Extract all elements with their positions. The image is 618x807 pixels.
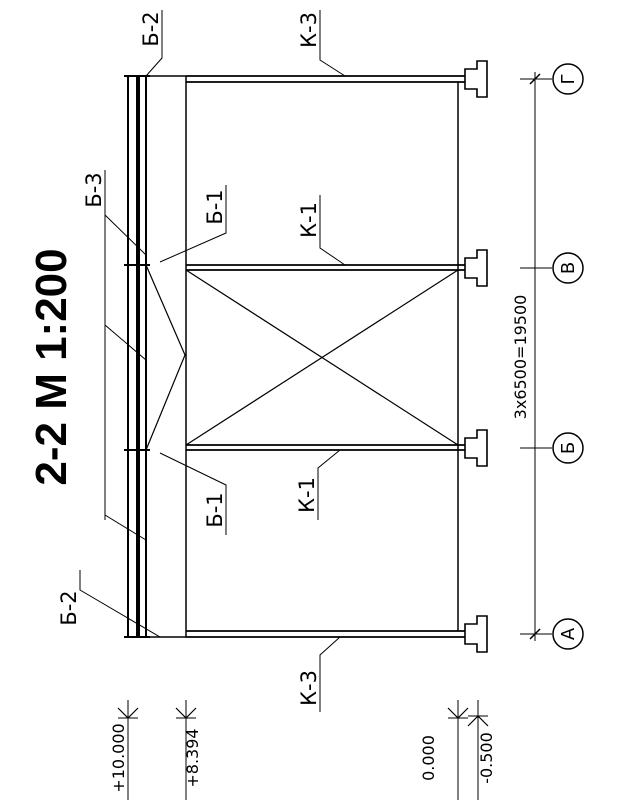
elevation-eaves-text: +8.394 — [183, 728, 202, 787]
eaves-line — [146, 75, 187, 638]
axis-marker-b: Б — [552, 432, 584, 464]
axis-letter-a: А — [558, 627, 579, 640]
title-text: 2-2 М 1:200 — [27, 248, 76, 485]
label-b1-upper: Б-1 — [159, 185, 227, 263]
label-k1-lower: К-1 — [295, 449, 341, 520]
axis-marker-g: Г — [552, 63, 584, 95]
label-b2-bottom: Б-2 — [57, 570, 161, 638]
label-k3-top: К-3 — [297, 10, 346, 77]
dimension-line: 3х6500=19500 — [511, 72, 541, 641]
column-g — [186, 75, 465, 83]
roof-beam — [124, 75, 150, 638]
label-b2-bottom-text: Б-2 — [57, 590, 81, 625]
elevation-eaves: +8.394 — [175, 700, 202, 800]
label-b3: Б-3 — [82, 170, 147, 541]
roof-truss — [145, 264, 186, 451]
column-a — [186, 630, 465, 638]
cross-bracing — [185, 269, 459, 446]
label-k1-upper: К-1 — [297, 195, 346, 266]
label-k3-top-text: К-3 — [297, 12, 321, 48]
elevation-floor-text: 0.000 — [419, 735, 438, 781]
elevation-top: +10.000 — [109, 700, 139, 800]
label-k1-lower-text: К-1 — [295, 477, 319, 513]
elevation-floor: 0.000 — [419, 700, 469, 800]
elevation-foundation-text: -0.500 — [477, 732, 496, 784]
axis-marker-v: В — [552, 252, 584, 284]
axis-letter-v: В — [558, 262, 579, 274]
column-b — [186, 444, 465, 451]
label-b3-text: Б-3 — [82, 172, 106, 207]
label-b1-upper-text: Б-1 — [203, 189, 227, 224]
axis-marker-a: А — [552, 618, 584, 650]
footing-v — [464, 249, 488, 287]
label-k1-upper-text: К-1 — [297, 202, 321, 238]
elevation-top-text: +10.000 — [109, 723, 128, 792]
label-k3-bottom: К-3 — [297, 636, 341, 712]
footing-b — [464, 429, 488, 467]
label-k3-bottom-text: К-3 — [297, 670, 321, 706]
column-v — [186, 264, 465, 271]
label-b2-top: Б-2 — [139, 10, 163, 77]
footing-a — [464, 615, 488, 653]
axis-letter-b: Б — [558, 442, 579, 454]
axis-letter-g: Г — [558, 74, 579, 85]
elevation-foundation: -0.500 — [467, 700, 496, 800]
dimension-text: 3х6500=19500 — [511, 295, 530, 420]
label-b2-top-text: Б-2 — [139, 11, 163, 46]
footing-g — [464, 60, 488, 98]
label-b1-lower: Б-1 — [159, 452, 227, 535]
drawing-title: 2-2 М 1:200 — [27, 248, 76, 485]
label-b1-lower-text: Б-1 — [203, 492, 227, 527]
